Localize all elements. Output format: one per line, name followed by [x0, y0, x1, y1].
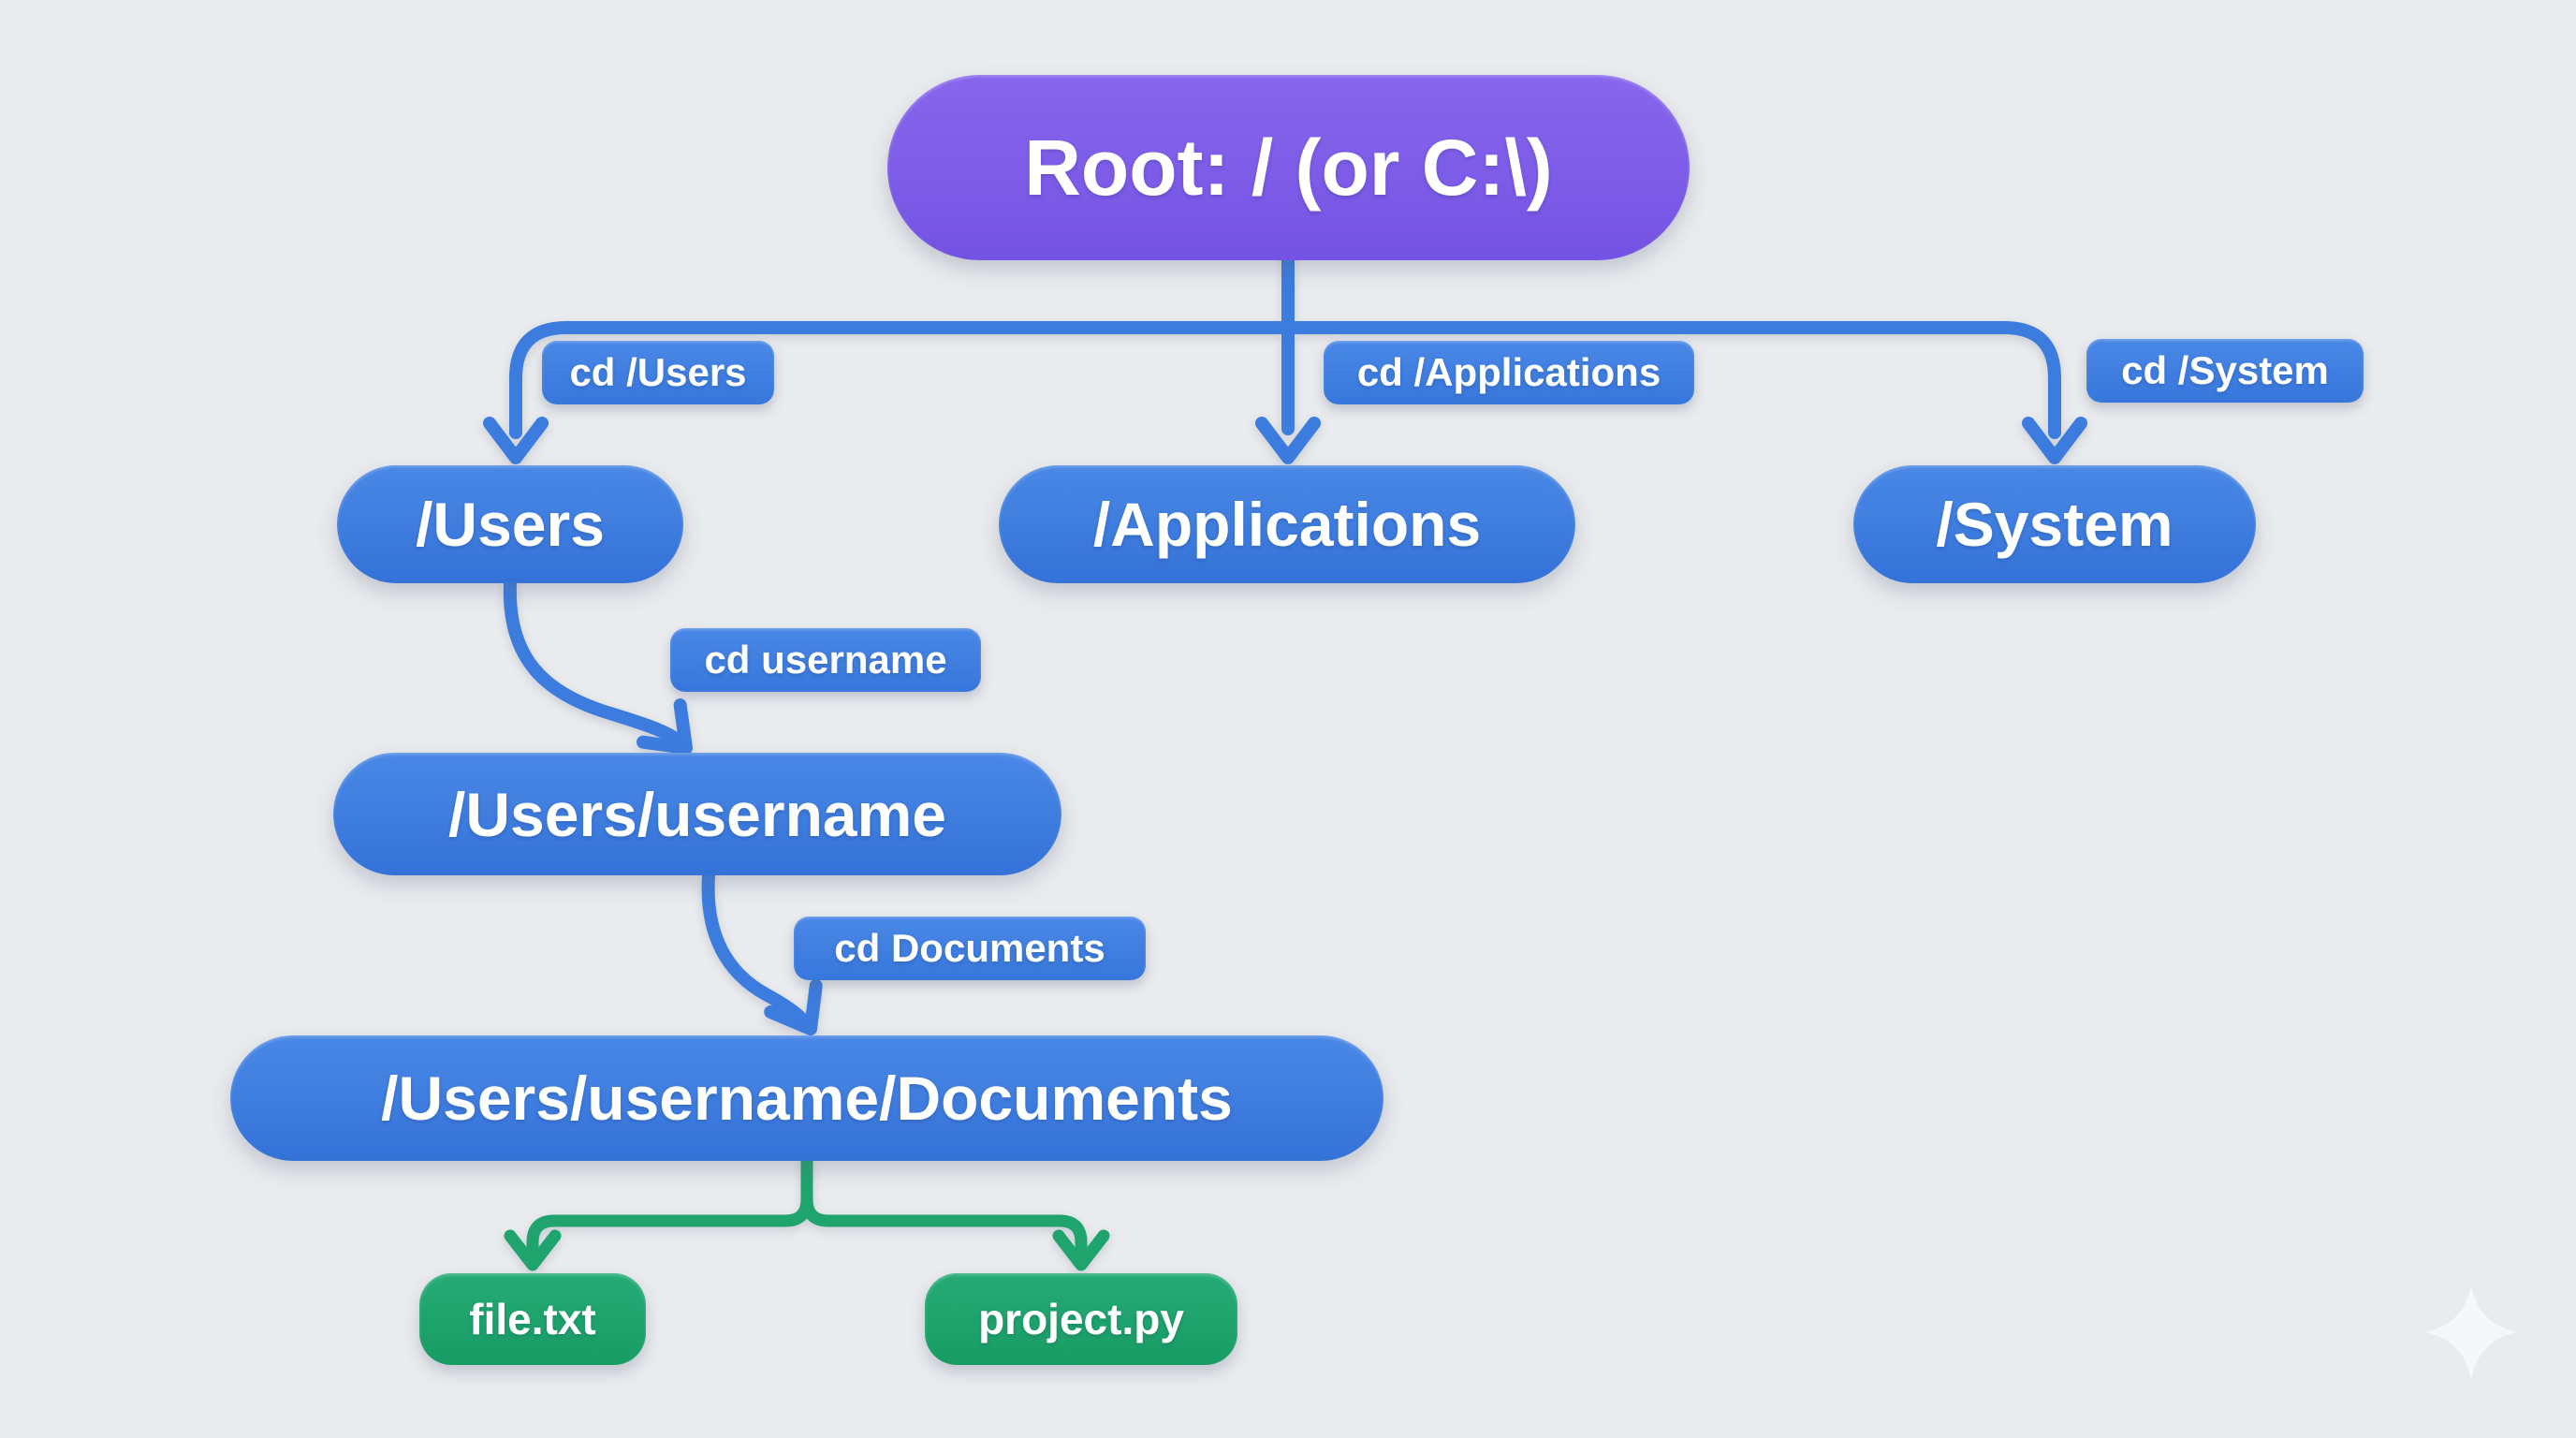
connector-username-to-documents: [701, 870, 810, 1027]
edge-label-cd-users: cd /Users: [542, 341, 774, 404]
connector-users-to-username: [503, 578, 681, 744]
arrowhead-users-icon: [483, 417, 549, 464]
arrowhead-username-icon: [637, 698, 693, 755]
node-users-username: /Users/username: [333, 753, 1061, 875]
edge-label-cd-documents: cd Documents: [794, 917, 1146, 980]
arrowhead-projectpy-icon: [1052, 1229, 1110, 1271]
connector-documents-to-projectpy: [800, 1193, 1088, 1259]
node-applications: /Applications: [999, 465, 1575, 583]
arrowhead-applications-icon: [1255, 417, 1321, 464]
node-root: Root: / (or C:\): [887, 75, 1690, 260]
edge-label-cd-system: cd /System: [2086, 339, 2364, 403]
node-project-py: project.py: [925, 1273, 1237, 1365]
connector-root-branch-rail: [509, 321, 2061, 439]
edge-label-cd-username: cd username: [670, 628, 981, 692]
node-system: /System: [1853, 465, 2256, 583]
edge-label-cd-applications: cd /Applications: [1324, 341, 1694, 404]
arrowhead-system-icon: [2022, 417, 2087, 464]
arrowhead-documents-icon: [764, 978, 823, 1035]
arrowhead-filetxt-icon: [504, 1229, 562, 1271]
node-users-username-documents: /Users/username/Documents: [230, 1035, 1383, 1161]
node-file-txt: file.txt: [419, 1273, 646, 1365]
node-users: /Users: [337, 465, 683, 583]
